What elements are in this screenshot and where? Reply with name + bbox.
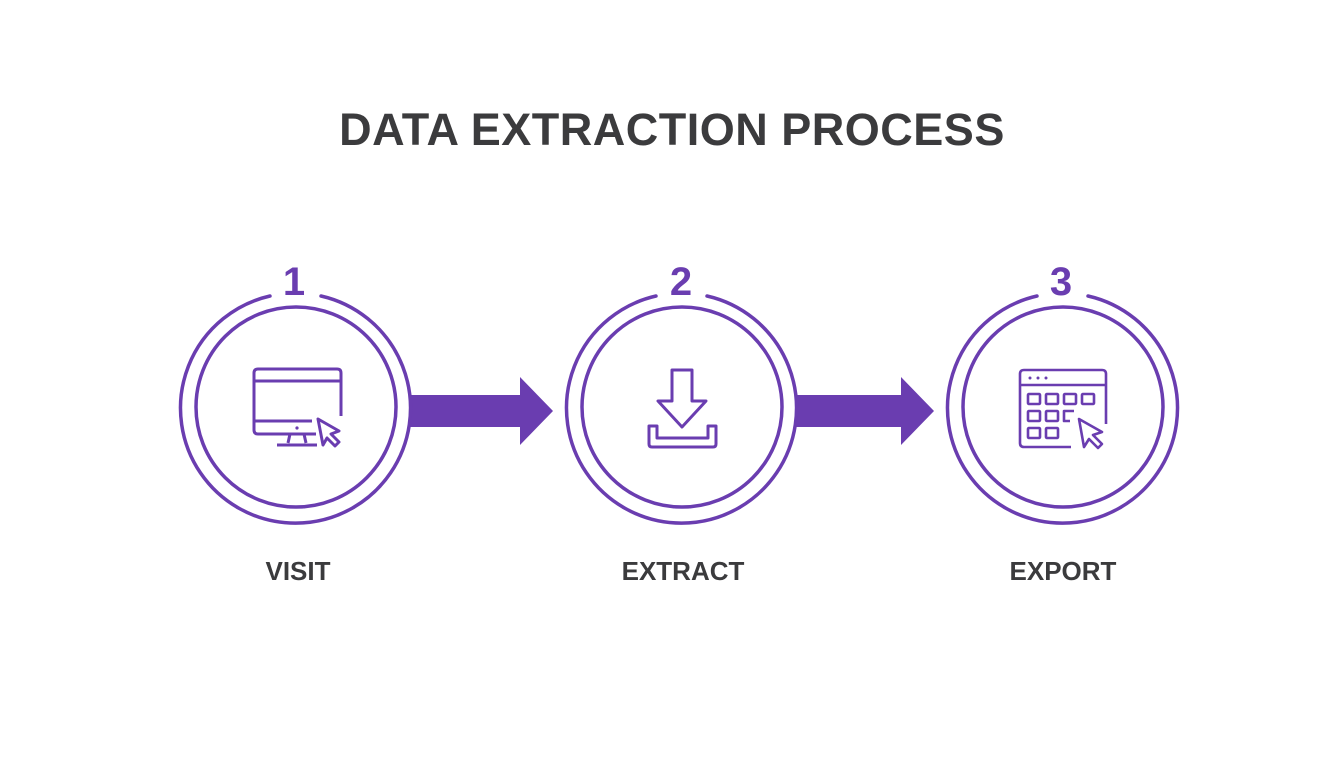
- outer-ring: [564, 294, 799, 525]
- connector-arrow-1-2: [410, 377, 553, 445]
- browser-grid-cursor-icon: [1018, 368, 1108, 450]
- step-number-1: 1: [282, 260, 306, 304]
- step-3: [945, 294, 1180, 525]
- monitor-cursor-icon: [252, 367, 343, 448]
- step-number-3: 3: [1049, 260, 1073, 304]
- inner-ring: [194, 305, 398, 509]
- page-title: DATA EXTRACTION PROCESS: [339, 104, 1005, 155]
- step-1: [178, 294, 413, 525]
- arrow-right-icon: [796, 377, 934, 445]
- step-label-export: EXPORT: [1009, 556, 1117, 586]
- step-label-extract: EXTRACT: [621, 556, 745, 586]
- download-icon: [647, 368, 718, 449]
- step-2: [564, 294, 799, 525]
- step-number-2: 2: [669, 260, 693, 304]
- connector-arrow-2-3: [796, 377, 934, 445]
- arrow-right-icon: [410, 377, 553, 445]
- outer-ring: [178, 294, 413, 525]
- inner-ring: [961, 305, 1165, 509]
- step-label-visit: VISIT: [265, 556, 331, 586]
- inner-ring: [580, 305, 784, 509]
- outer-ring: [945, 294, 1180, 525]
